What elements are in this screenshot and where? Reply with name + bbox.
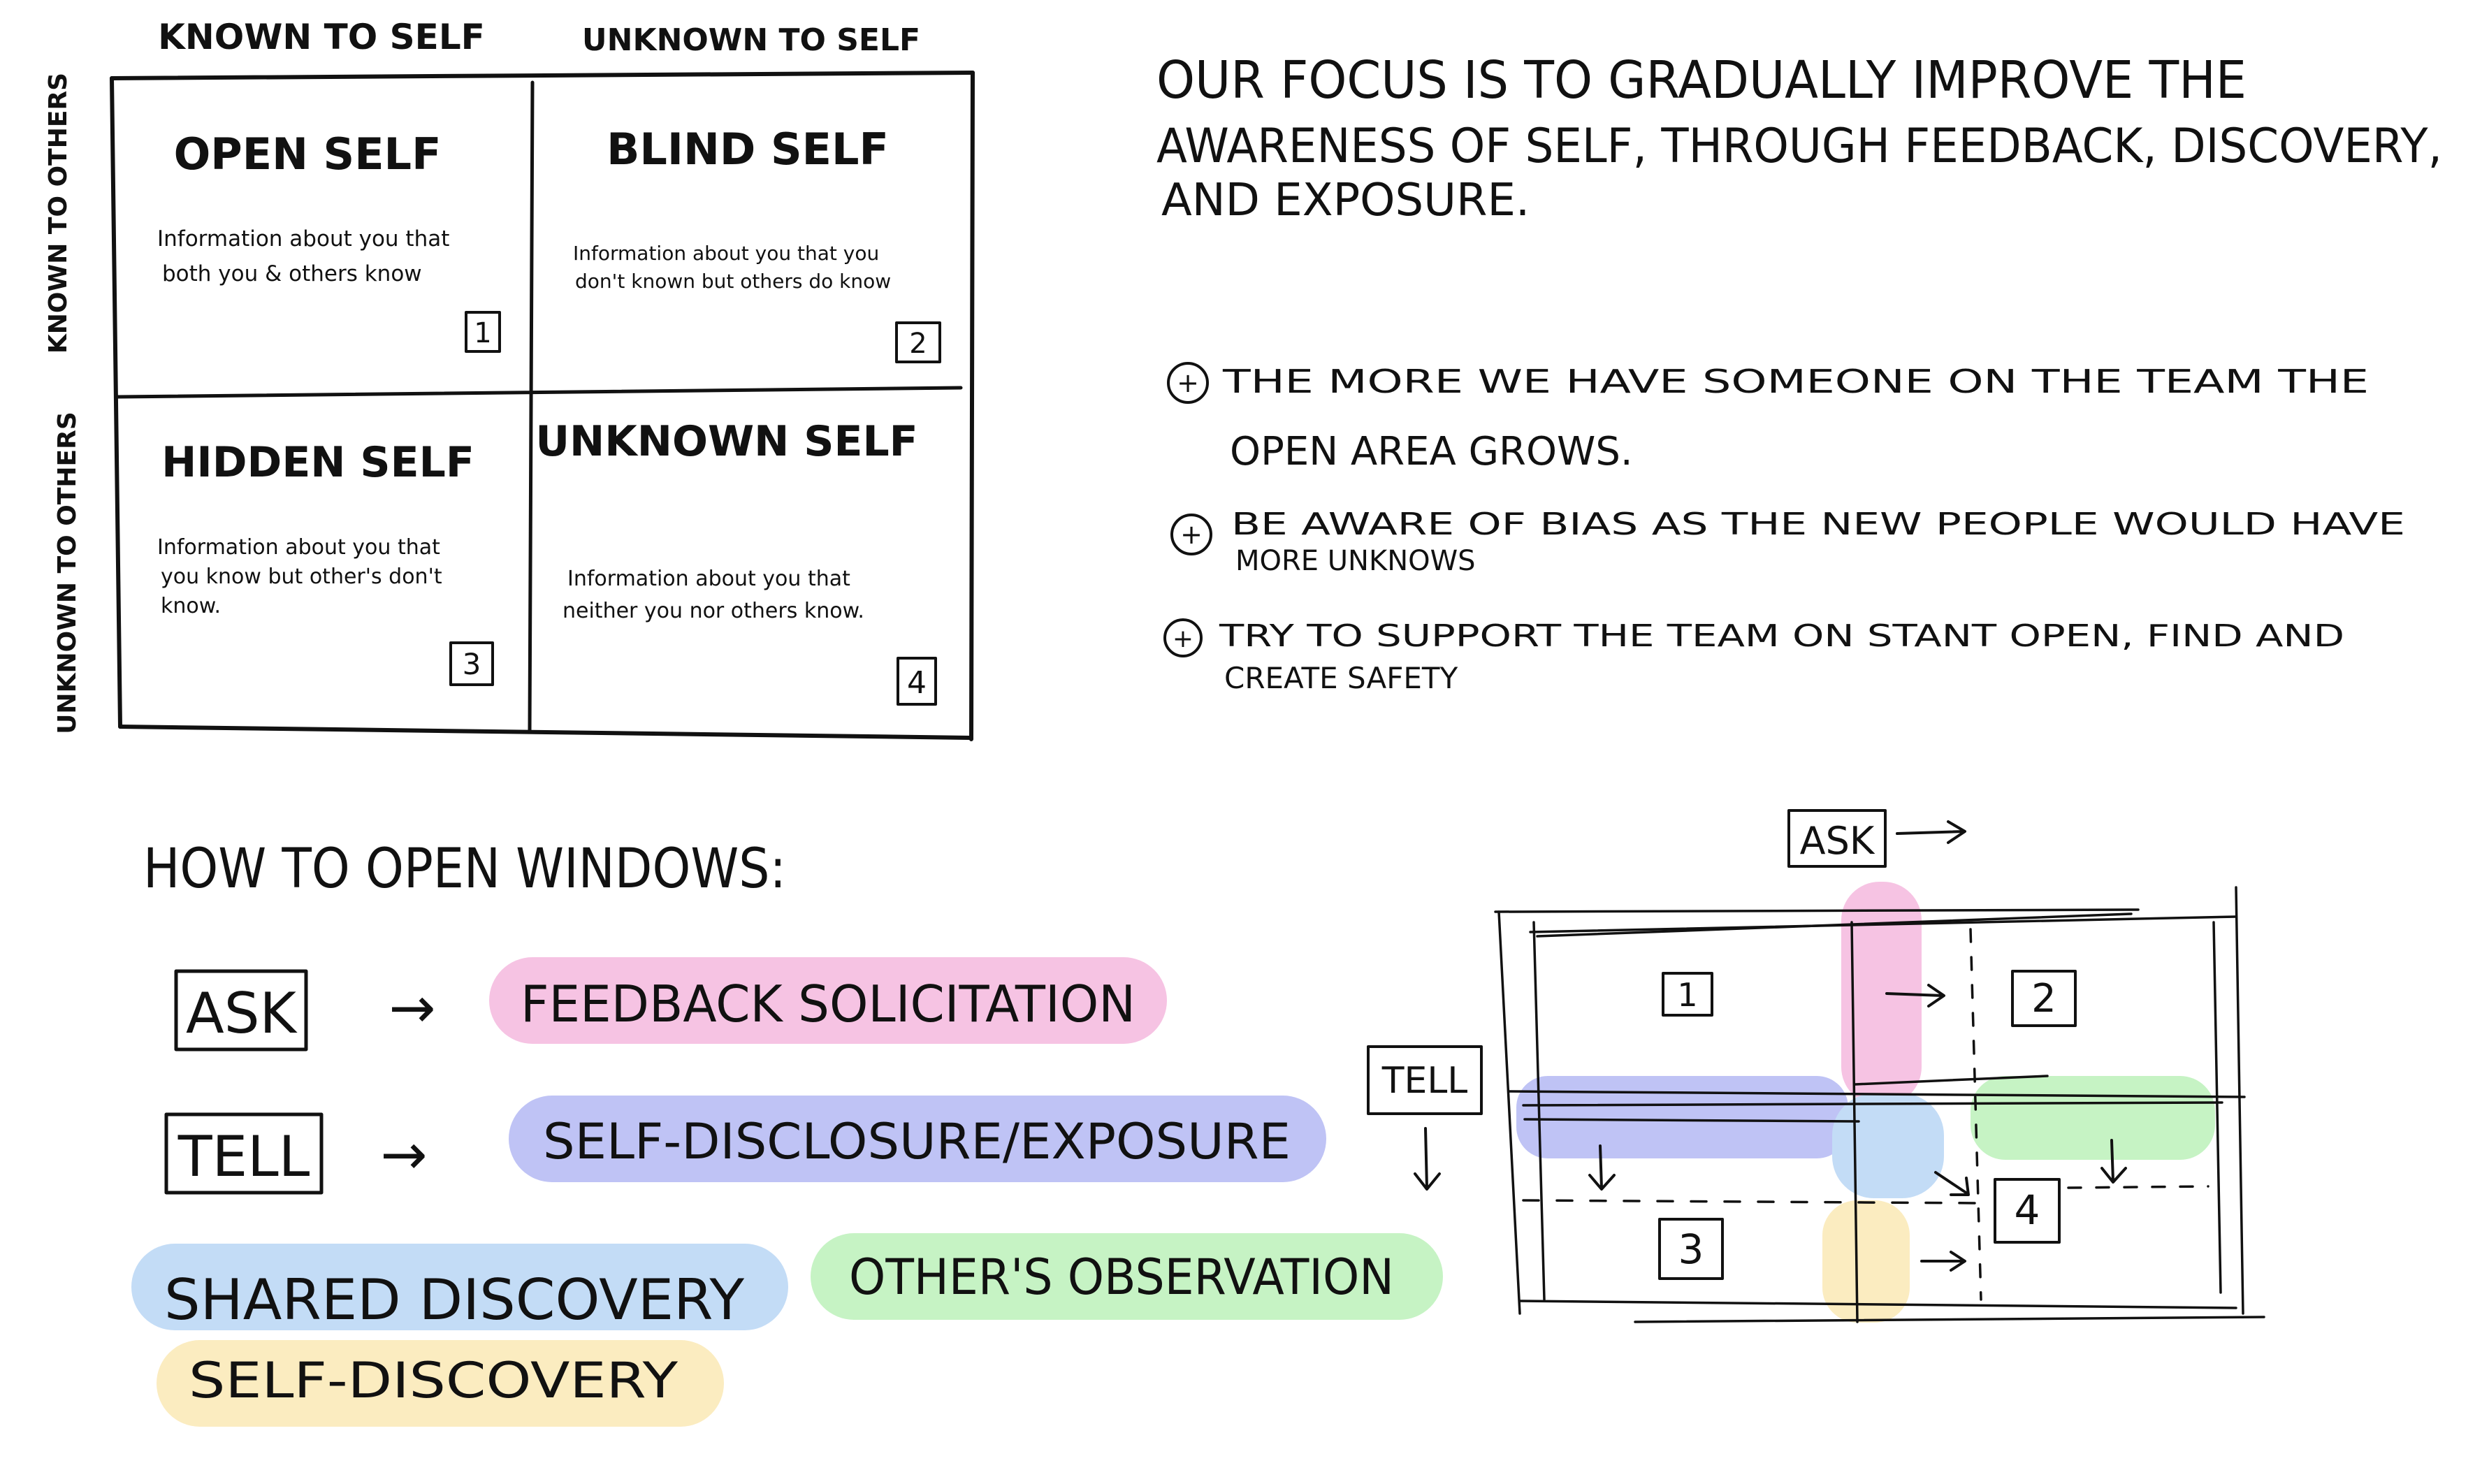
arrow-right-icon: → bbox=[389, 975, 435, 1040]
quadrant-number: 1 bbox=[474, 317, 491, 349]
mini-number-box bbox=[2011, 970, 2077, 1027]
quadrant-number-box bbox=[895, 321, 941, 363]
mini-number: 1 bbox=[1677, 976, 1697, 1014]
mini-number: 4 bbox=[2015, 1186, 2040, 1234]
row-header-unknown-to-others: UNKNOWN TO OTHERS bbox=[53, 412, 82, 734]
mini-ask-box bbox=[1787, 809, 1887, 868]
arrow-right-icon bbox=[1920, 1251, 1966, 1272]
quadrant-hidden-self: HIDDEN SELF Information about you that y… bbox=[157, 438, 494, 686]
plus-circle-icon bbox=[1167, 362, 1209, 404]
quadrant-unknown-self: UNKNOWN SELF Information about you that … bbox=[535, 417, 937, 706]
note-line: TRY TO SUPPORT THE TEAM ON STANT OPEN, F… bbox=[1219, 618, 2344, 654]
others-observation-label: OTHER'S OBSERVATION bbox=[849, 1249, 1394, 1306]
plus-circle-icon bbox=[1163, 618, 1203, 657]
col-header-unknown-to-self: UNKNOWN TO SELF bbox=[582, 22, 920, 58]
bullet-glyph: + bbox=[1177, 368, 1199, 398]
focus-line: AWARENESS OF SELF, THROUGH FEEDBACK, DIS… bbox=[1156, 119, 2442, 174]
quadrant-number-box bbox=[449, 641, 494, 686]
note-line: OPEN AREA GROWS. bbox=[1230, 429, 1633, 474]
mini-blue-highlight bbox=[1516, 1076, 1848, 1158]
mini-tell-label: TELL bbox=[1381, 1060, 1468, 1102]
johari-window: KNOWN TO SELF UNKNOWN TO SELF KNOWN TO O… bbox=[44, 17, 975, 741]
note-line: MORE UNKNOWS bbox=[1235, 545, 1476, 577]
ask-box bbox=[174, 969, 308, 1052]
quadrant-number: 3 bbox=[463, 647, 481, 681]
quadrant-title: BLIND SELF bbox=[607, 124, 889, 175]
quadrant-desc: Information about you that bbox=[157, 226, 449, 252]
focus-statement: OUR FOCUS IS TO GRADUALLY IMPROVE THE AW… bbox=[1156, 50, 2442, 226]
quadrant-desc: Information about you that you bbox=[573, 242, 879, 265]
arrow-down-icon bbox=[1588, 1144, 1616, 1191]
notes-list: + THE MORE WE HAVE SOMEONE ON THE TEAM T… bbox=[1163, 362, 2405, 695]
mini-window-diagram: ASK TELL 1 2 3 4 bbox=[1367, 809, 2265, 1323]
quadrant-desc: you know but other's don't bbox=[161, 565, 442, 589]
quadrant-desc: Information about you that bbox=[567, 567, 850, 591]
others-observation-pill bbox=[811, 1233, 1443, 1320]
mini-number-box bbox=[1994, 1178, 2061, 1244]
mini-number: 2 bbox=[2031, 976, 2056, 1021]
quadrant-number: 4 bbox=[907, 665, 927, 701]
shared-discovery-pill bbox=[131, 1244, 788, 1330]
arrow-right-icon: → bbox=[380, 1122, 427, 1187]
tell-box bbox=[164, 1112, 324, 1195]
quadrant-number: 2 bbox=[909, 328, 927, 360]
mini-yellow-highlight bbox=[1822, 1200, 1910, 1323]
mini-tell-box bbox=[1367, 1045, 1483, 1115]
note-item: + TRY TO SUPPORT THE TEAM ON STANT OPEN,… bbox=[1163, 618, 2344, 695]
quadrant-blind-self: BLIND SELF Information about you that yo… bbox=[573, 124, 941, 363]
col-header-known-to-self: KNOWN TO SELF bbox=[158, 17, 485, 57]
quadrant-number-box bbox=[897, 657, 937, 706]
row-header-known-to-others: KNOWN TO OTHERS bbox=[44, 73, 73, 354]
feedback-pill bbox=[489, 957, 1167, 1044]
self-discovery-pill bbox=[157, 1340, 724, 1427]
mini-green-highlight bbox=[1971, 1076, 2215, 1160]
quadrant-title: HIDDEN SELF bbox=[161, 438, 474, 487]
how-to-open-windows: HOW TO OPEN WINDOWS: ASK → FEEDBACK SOLI… bbox=[131, 838, 1443, 1427]
arrow-diagonal-icon bbox=[1934, 1171, 1970, 1196]
quadrant-desc: know. bbox=[161, 594, 221, 618]
quadrant-desc: don't known but others do know bbox=[575, 270, 891, 293]
mini-number: 3 bbox=[1678, 1225, 1704, 1273]
bullet-glyph: + bbox=[1180, 519, 1203, 550]
note-line: BE AWARE OF BIAS AS THE NEW PEOPLE WOULD… bbox=[1231, 507, 2405, 542]
note-item: + THE MORE WE HAVE SOMEONE ON THE TEAM T… bbox=[1167, 362, 2369, 474]
quadrant-open-self: OPEN SELF Information about you that bot… bbox=[157, 129, 501, 353]
mini-number-box bbox=[1662, 972, 1713, 1017]
johari-grid-lines bbox=[110, 71, 975, 741]
disclosure-pill bbox=[509, 1096, 1326, 1182]
arrow-down-icon bbox=[2100, 1139, 2127, 1184]
quadrant-desc: both you & others know bbox=[162, 261, 422, 286]
quadrant-number-box bbox=[465, 311, 501, 353]
quadrant-desc: Information about you that bbox=[157, 535, 440, 560]
note-line: THE MORE WE HAVE SOMEONE ON THE TEAM THE bbox=[1222, 363, 2369, 400]
focus-line: AND EXPOSURE. bbox=[1161, 175, 1530, 226]
mini-number-box bbox=[1658, 1218, 1724, 1280]
disclosure-pill-label: SELF-DISCLOSURE/EXPOSURE bbox=[543, 1113, 1291, 1170]
section-title: HOW TO OPEN WINDOWS: bbox=[143, 838, 786, 901]
ask-label: ASK bbox=[186, 981, 298, 1046]
self-discovery-label: SELF-DISCOVERY bbox=[189, 1352, 678, 1409]
note-item: + BE AWARE OF BIAS AS THE NEW PEOPLE WOU… bbox=[1170, 507, 2405, 577]
mini-arrows bbox=[1414, 820, 2127, 1272]
shared-discovery-label: SHARED DISCOVERY bbox=[164, 1267, 745, 1332]
quadrant-desc: neither you nor others know. bbox=[563, 599, 864, 623]
arrow-down-icon bbox=[1414, 1127, 1441, 1191]
mini-lightblue-highlight bbox=[1832, 1093, 1944, 1198]
mini-ask-label: ASK bbox=[1800, 819, 1875, 863]
mini-grid-lines bbox=[1494, 886, 2265, 1323]
bullet-glyph: + bbox=[1173, 625, 1193, 653]
quadrant-title: UNKNOWN SELF bbox=[535, 417, 917, 466]
arrow-right-icon bbox=[1896, 820, 1966, 844]
arrow-right-icon bbox=[1885, 984, 1945, 1007]
mini-pink-highlight bbox=[1841, 882, 1922, 1105]
tell-label: TELL bbox=[177, 1124, 310, 1189]
note-line: CREATE SAFETY bbox=[1224, 661, 1458, 695]
feedback-pill-label: FEEDBACK SOLICITATION bbox=[521, 975, 1135, 1033]
focus-line: OUR FOCUS IS TO GRADUALLY IMPROVE THE bbox=[1156, 50, 2247, 110]
plus-circle-icon bbox=[1170, 514, 1212, 555]
quadrant-title: OPEN SELF bbox=[174, 129, 442, 180]
